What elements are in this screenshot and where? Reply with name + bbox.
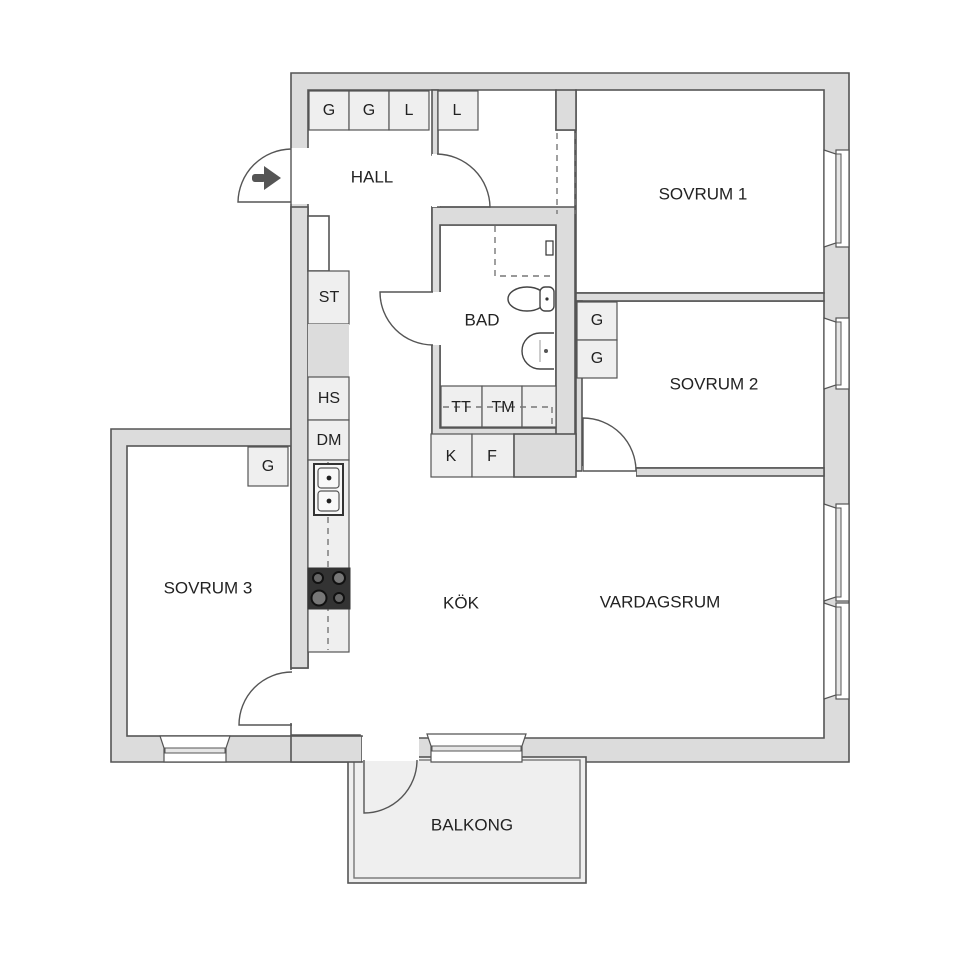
- sovrum2-door-opening: [582, 466, 636, 478]
- closet-label: L: [405, 102, 414, 119]
- shower-mixer-icon: [545, 240, 554, 256]
- balcony-door[interactable]: [363, 759, 418, 814]
- room-label-sovrum2: SOVRUM 2: [670, 374, 759, 393]
- hall-inner-door[interactable]: [436, 153, 491, 208]
- shower-area: [494, 226, 555, 277]
- sovrum3-closet: [247, 446, 289, 487]
- closet-label: G: [363, 102, 375, 119]
- sovrum1-floor: [575, 89, 825, 294]
- hall-closet-3: [388, 90, 430, 131]
- balcony-door-opening: [362, 737, 419, 761]
- closet-label: G: [323, 102, 335, 119]
- room-label-vardagsrum: VARDAGSRUM: [600, 592, 721, 611]
- entrance-door[interactable]: [237, 148, 292, 203]
- entrance-opening: [289, 148, 311, 204]
- hall-closet-4: [437, 90, 479, 131]
- unit-label: TT: [451, 399, 471, 416]
- wall-s2-living: [635, 467, 825, 477]
- unit-label: F: [487, 448, 497, 465]
- hall-closet-1: [308, 90, 350, 131]
- sovrum2-closet-2: [576, 339, 618, 379]
- hall-stub-wall: [555, 89, 577, 131]
- window-sovrum1: [823, 149, 850, 248]
- unit-label: HS: [318, 390, 340, 407]
- bottom-wall-segment: [290, 735, 363, 763]
- sovrum2-door[interactable]: [582, 417, 637, 472]
- hall-closet-2: [348, 90, 390, 131]
- bath-door[interactable]: [379, 291, 434, 346]
- room-label-sovrum3: SOVRUM 3: [164, 578, 253, 597]
- bath-door-opening: [430, 292, 442, 345]
- stove-icon: [307, 567, 351, 610]
- room-label-bad: BAD: [465, 310, 500, 329]
- shaft-wall: [513, 433, 577, 478]
- wall-s2-left: [575, 300, 583, 472]
- bath-counter: [521, 385, 557, 428]
- unit-hs: [307, 376, 350, 421]
- closet-label: G: [262, 458, 274, 475]
- hall-door-opening: [432, 154, 440, 207]
- window-living-1: [823, 503, 850, 602]
- toilet-icon: [507, 286, 555, 312]
- balcony-floor: [347, 756, 587, 884]
- storage-unit-st: [307, 270, 350, 325]
- room-label-kok: KÖK: [443, 593, 480, 612]
- window-sovrum3: [159, 735, 231, 763]
- room-label-balkong: BALKONG: [431, 815, 513, 834]
- closet-label: L: [453, 102, 462, 119]
- hall-niche: [307, 215, 330, 272]
- washbasin-icon: [521, 332, 554, 370]
- sovrum3-door-opening: [288, 670, 294, 723]
- sovrum3-floor: [126, 445, 292, 737]
- sink-icon: [313, 463, 344, 516]
- unit-label: TM: [491, 399, 514, 416]
- closet-label: G: [591, 312, 603, 329]
- unit-label: DM: [317, 432, 342, 449]
- window-kitchen: [426, 733, 527, 763]
- kitchen-wall-block: [308, 324, 349, 377]
- room-label-hall: HALL: [351, 167, 394, 186]
- arrow-right-icon: [252, 166, 281, 190]
- interior-wall-left: [290, 206, 309, 669]
- window-sovrum2: [823, 317, 850, 390]
- hall-divider-top: [431, 89, 439, 156]
- unit-label: K: [446, 448, 457, 465]
- unit-label: ST: [319, 289, 340, 306]
- closet-label: G: [591, 350, 603, 367]
- unit-dm: [307, 419, 350, 461]
- sovrum2-closet-1: [576, 301, 618, 341]
- sovrum3-door[interactable]: [238, 671, 293, 726]
- window-living-2: [823, 602, 850, 700]
- room-label-sovrum1: SOVRUM 1: [659, 184, 748, 203]
- wall-s1-s2: [575, 292, 825, 302]
